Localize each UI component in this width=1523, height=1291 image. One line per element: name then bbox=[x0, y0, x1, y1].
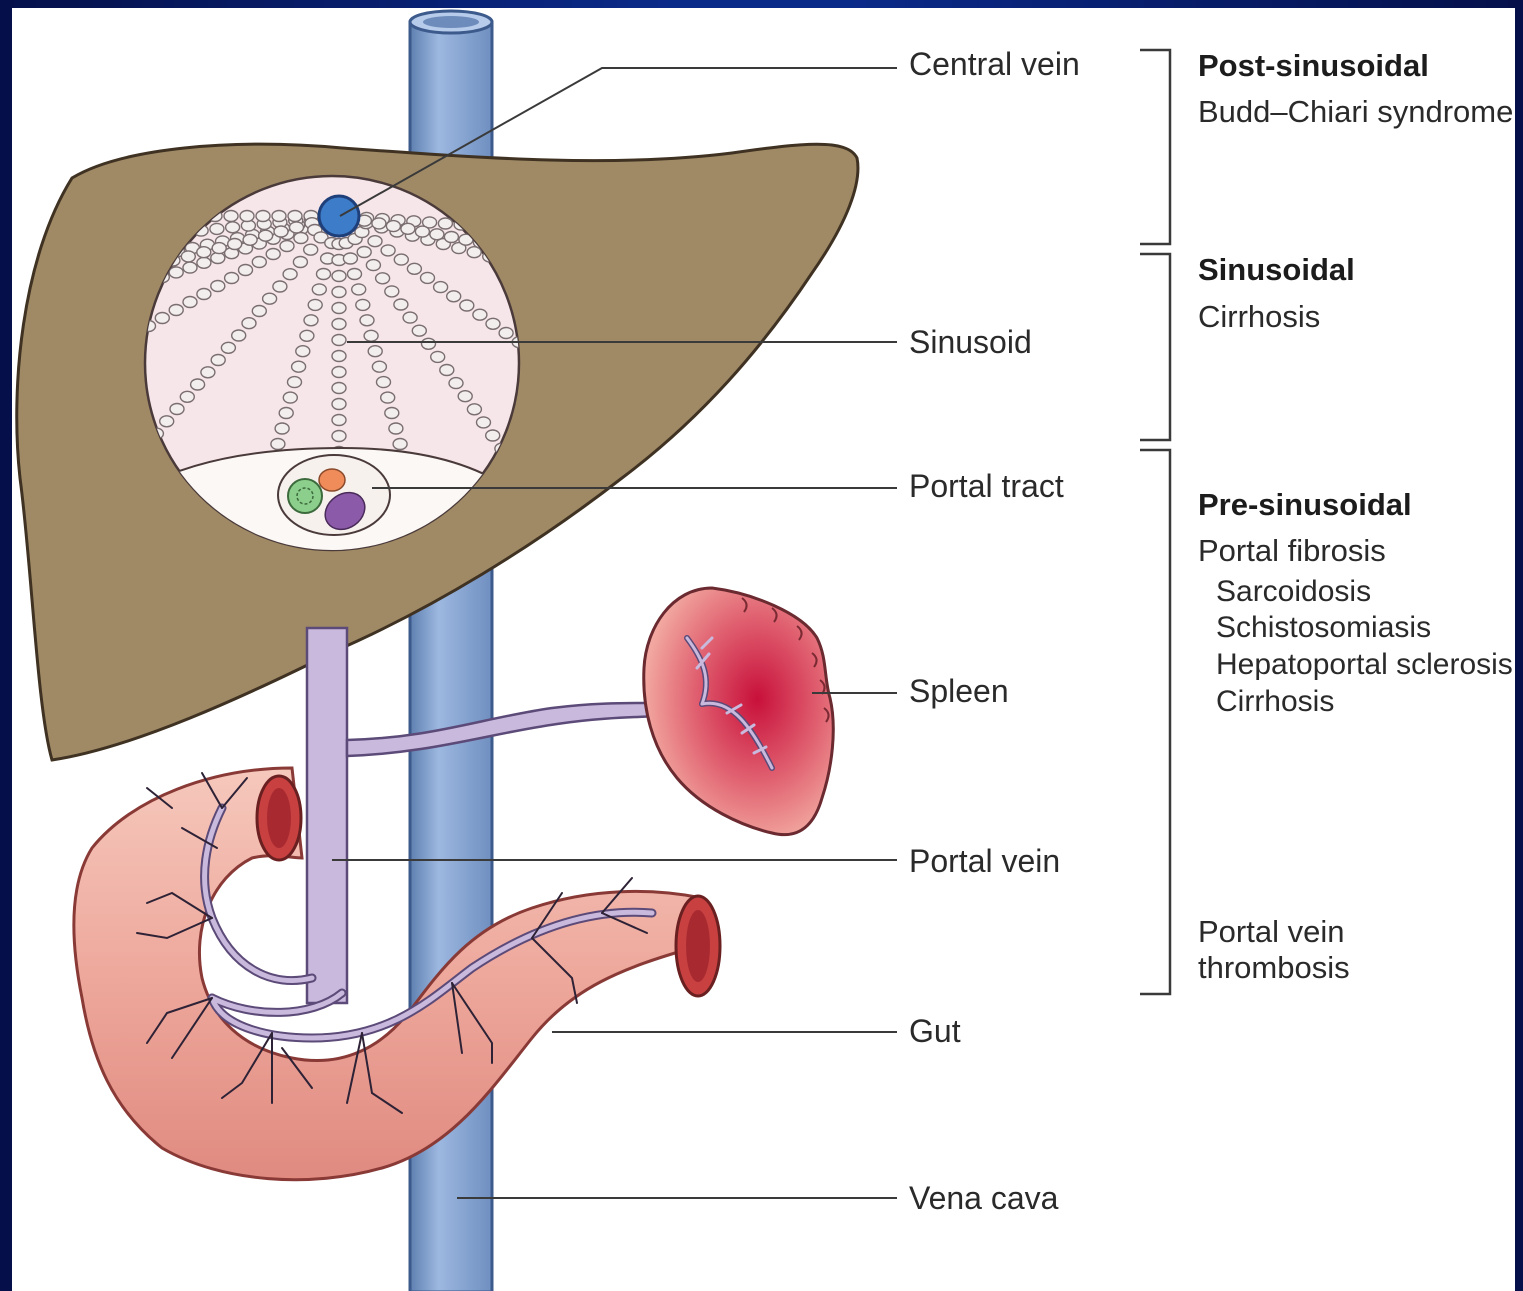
label-sinusoid: Sinusoid bbox=[909, 326, 1032, 358]
portal-vein-thrombosis-line2: thrombosis bbox=[1198, 952, 1350, 983]
central-vein-dot bbox=[319, 196, 359, 236]
label-gut: Gut bbox=[909, 1015, 961, 1047]
classification-brackets bbox=[1140, 50, 1170, 994]
diagram-panel: Central vein Sinusoid Portal tract Splee… bbox=[12, 8, 1515, 1291]
pre-sinusoidal-subitem: Hepatoportal sclerosis bbox=[1216, 650, 1513, 680]
gut bbox=[74, 768, 720, 1180]
portal-fibrosis-label: Portal fibrosis bbox=[1198, 535, 1386, 566]
sinusoidal-heading: Sinusoidal bbox=[1198, 254, 1355, 285]
label-spleen: Spleen bbox=[909, 675, 1009, 707]
label-vena-cava: Vena cava bbox=[909, 1182, 1058, 1214]
portal-vein-thrombosis-line1: Portal vein bbox=[1198, 916, 1344, 947]
pre-sinusoidal-heading: Pre-sinusoidal bbox=[1198, 489, 1412, 520]
post-sinusoidal-item: Budd–Chiari syndrome bbox=[1198, 96, 1513, 127]
pre-sinusoidal-subitem: Sarcoidosis bbox=[1216, 577, 1371, 607]
sinusoidal-item: Cirrhosis bbox=[1198, 301, 1320, 332]
post-sinusoidal-heading: Post-sinusoidal bbox=[1198, 50, 1429, 81]
label-portal-tract: Portal tract bbox=[909, 470, 1064, 502]
label-central-vein: Central vein bbox=[909, 48, 1080, 80]
spleen bbox=[644, 588, 834, 835]
label-portal-vein: Portal vein bbox=[909, 845, 1060, 877]
pre-sinusoidal-subitem: Schistosomiasis bbox=[1216, 613, 1431, 643]
pre-sinusoidal-subitem: Cirrhosis bbox=[1216, 687, 1334, 717]
